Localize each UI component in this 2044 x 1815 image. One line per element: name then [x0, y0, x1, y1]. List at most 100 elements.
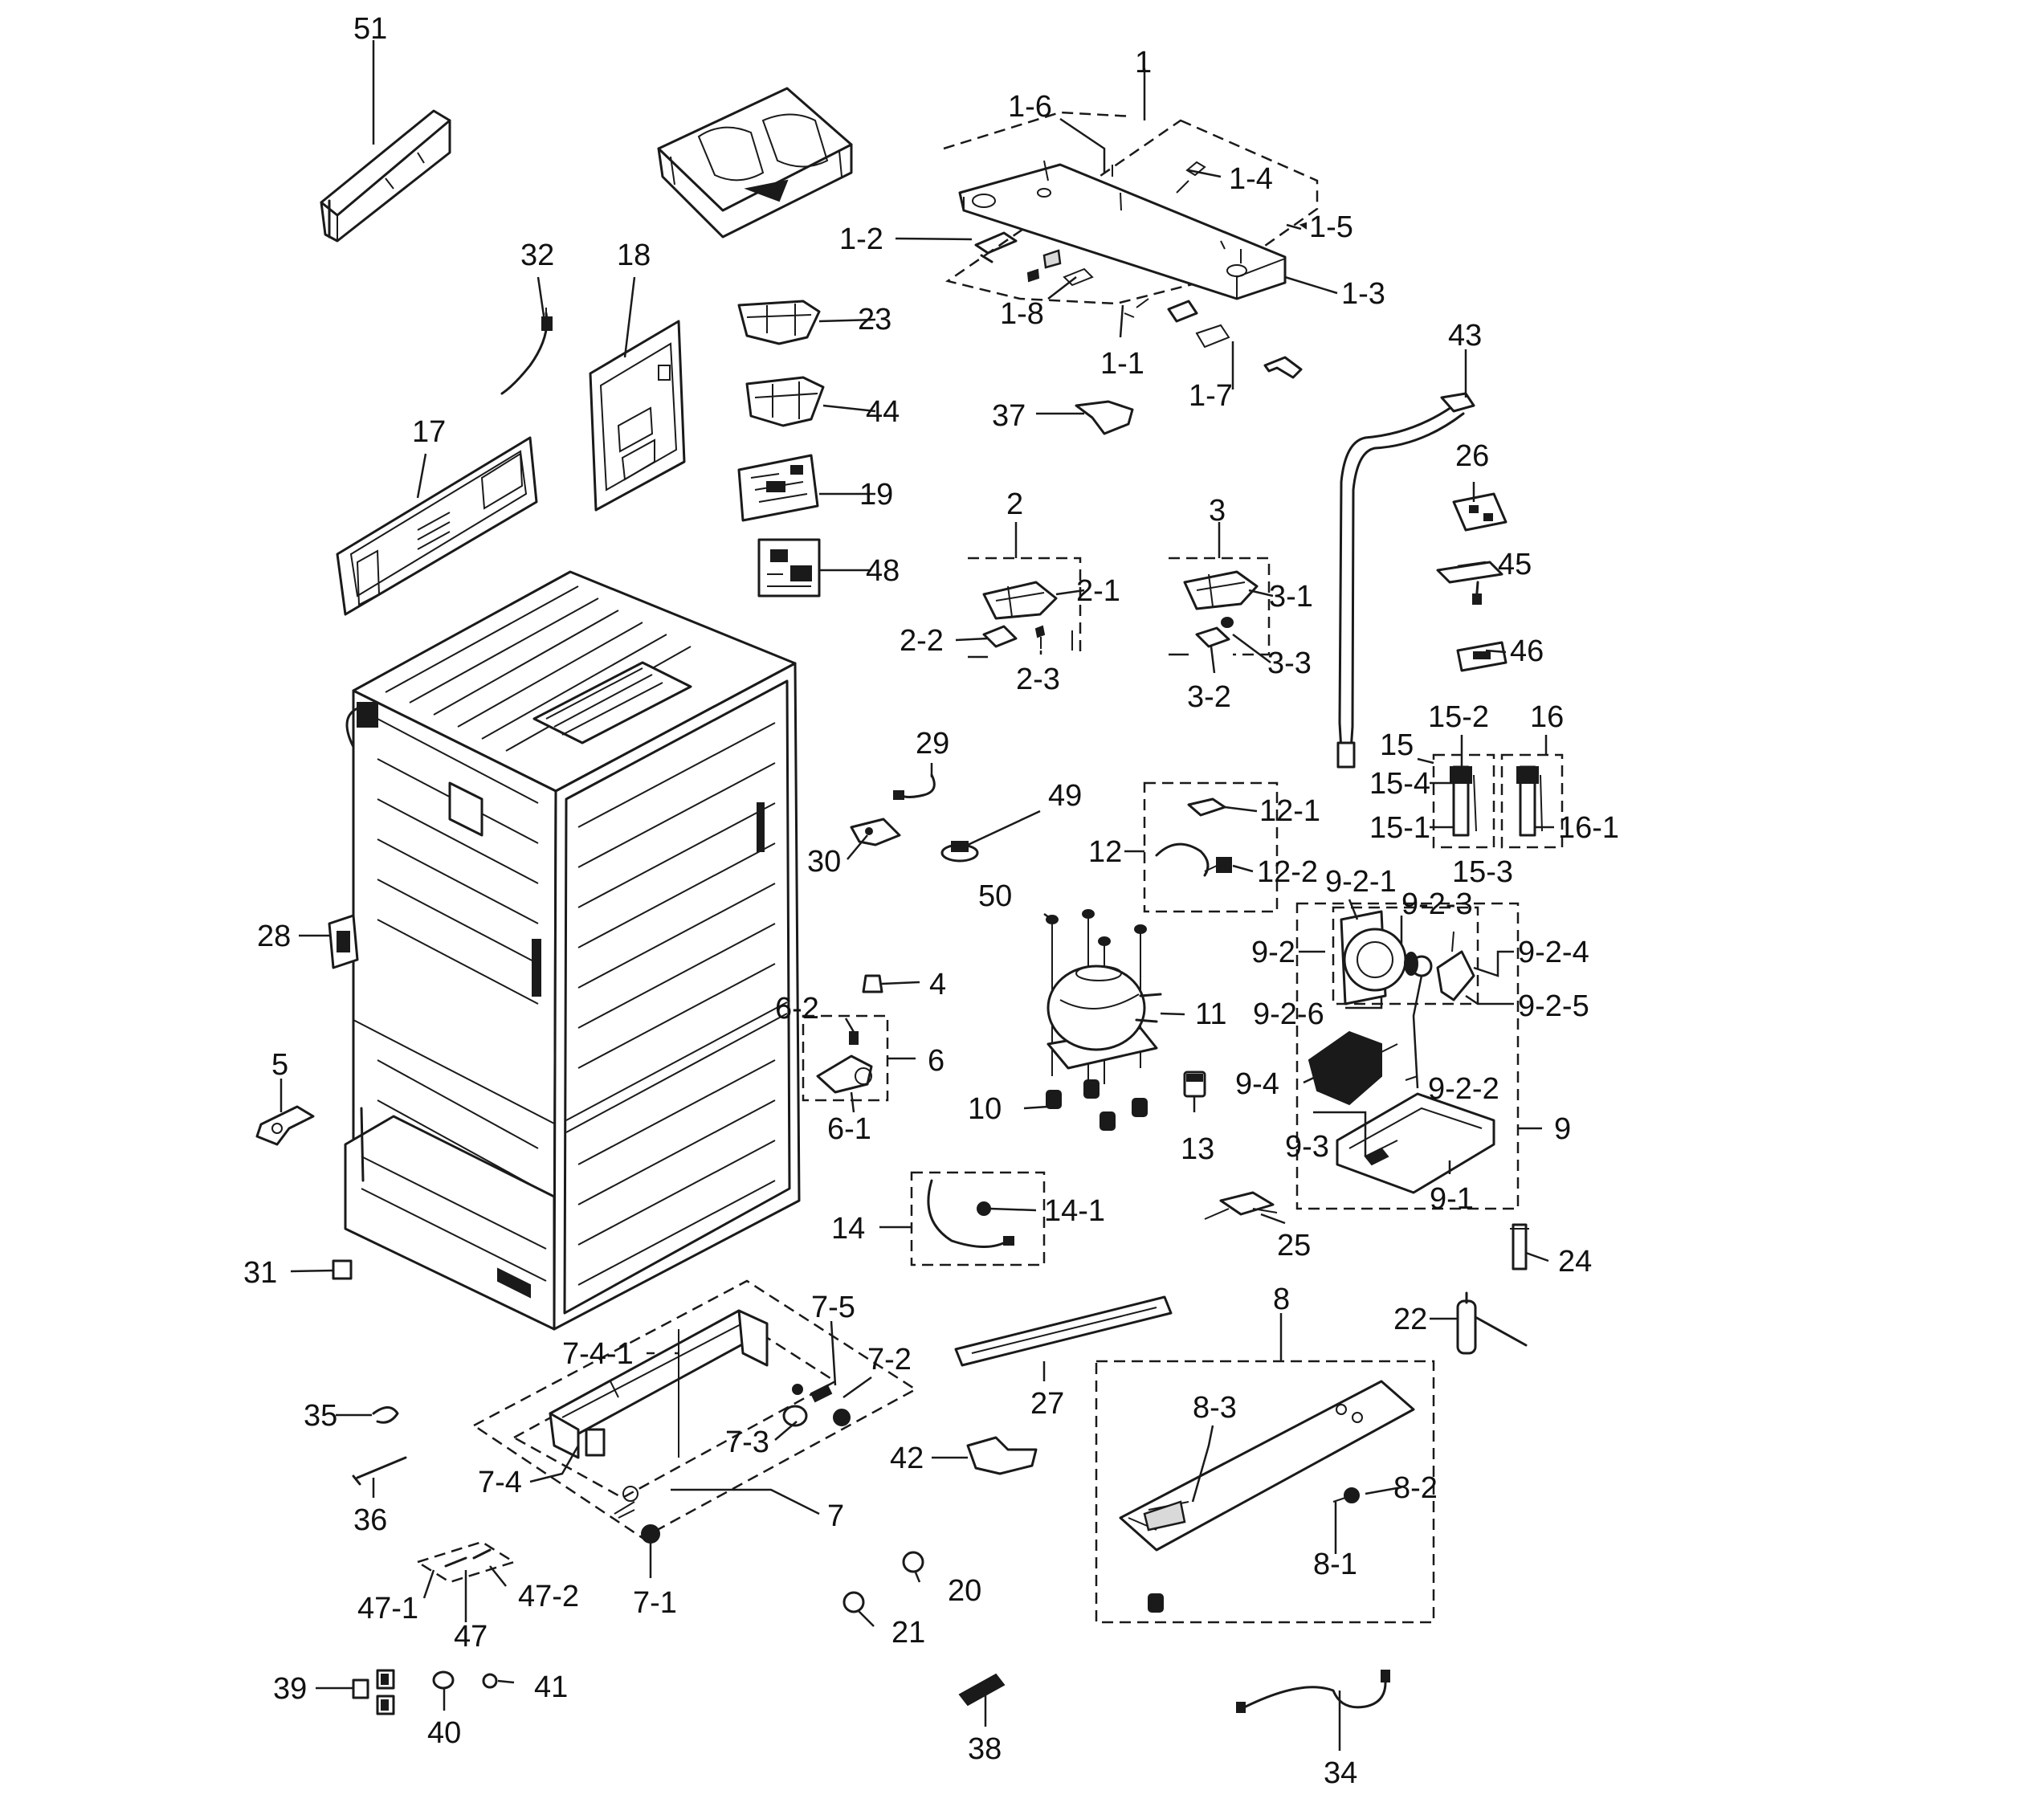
callout-29: 29 — [916, 727, 949, 761]
callout-labels: 51 1 1-6 1-4 1-5 1-2 1-3 1-8 1-1 1-7 32 … — [243, 12, 1619, 1790]
part-34-wire — [1236, 1670, 1390, 1713]
callout-6-1: 6-1 — [827, 1112, 871, 1146]
callout-35: 35 — [304, 1399, 337, 1433]
callout-34: 34 — [1324, 1756, 1357, 1790]
part-36-pin — [352, 1456, 407, 1486]
callout-14-1: 14-1 — [1044, 1194, 1105, 1228]
callout-1: 1 — [1135, 46, 1152, 80]
callout-26: 26 — [1455, 439, 1489, 473]
callout-1-2: 1-2 — [839, 222, 883, 256]
callout-31: 31 — [243, 1256, 277, 1290]
callout-3-2: 3-2 — [1187, 680, 1231, 714]
part-21-grommet — [842, 1591, 865, 1613]
callout-2: 2 — [1006, 487, 1023, 521]
callout-43: 43 — [1448, 319, 1482, 353]
part-37-clip — [1075, 400, 1134, 435]
callout-50: 50 — [978, 879, 1012, 913]
part-18-panel — [589, 320, 686, 512]
callout-1-8: 1-8 — [1000, 297, 1044, 331]
callout-39: 39 — [273, 1672, 307, 1706]
callout-12-1: 12-1 — [1259, 794, 1320, 828]
part-26-pcb — [1452, 492, 1508, 532]
part-17-panel — [336, 436, 538, 616]
callout-7-5: 7-5 — [811, 1291, 855, 1324]
part-clip-unlabeled — [1263, 356, 1303, 379]
part-4-foot — [862, 974, 883, 993]
callout-3: 3 — [1209, 494, 1226, 528]
part-cabinet — [344, 570, 801, 1331]
callout-49: 49 — [1048, 779, 1082, 813]
part-44-cover — [745, 376, 825, 427]
part-13-relay — [1183, 1071, 1206, 1098]
callout-1-4: 1-4 — [1229, 162, 1273, 196]
part-19-pcb — [737, 454, 819, 522]
callout-2-1: 2-1 — [1076, 574, 1120, 608]
callout-15-2: 15-2 — [1428, 700, 1489, 734]
callout-8-3: 8-3 — [1193, 1391, 1237, 1425]
callout-19: 19 — [859, 478, 893, 512]
part-45-bracket — [1436, 561, 1503, 605]
callout-3-3: 3-3 — [1267, 646, 1312, 680]
part-47-group — [415, 1540, 516, 1584]
callout-2-3: 2-3 — [1016, 663, 1060, 696]
part-8-group — [1095, 1360, 1435, 1624]
callout-9-2-3: 9-2-3 — [1401, 887, 1473, 921]
callout-1-3: 1-3 — [1341, 277, 1385, 311]
callout-4: 4 — [929, 968, 946, 1001]
part-14-group — [910, 1171, 1046, 1266]
part-12-group — [1143, 781, 1279, 913]
callout-3-1: 3-1 — [1269, 580, 1313, 614]
part-48-pcb — [757, 538, 821, 598]
part-43-tube — [1336, 392, 1475, 769]
part-46-bracket — [1456, 641, 1508, 672]
part-32-harness — [500, 308, 553, 395]
callout-8-2: 8-2 — [1393, 1471, 1438, 1505]
part-40-cap — [432, 1670, 455, 1690]
callout-6-2: 6-2 — [775, 992, 819, 1026]
callout-10: 10 — [968, 1092, 1002, 1126]
callout-18: 18 — [617, 239, 651, 272]
part-35-clip — [372, 1406, 399, 1424]
callout-44: 44 — [866, 395, 900, 429]
callout-15-3: 15-3 — [1452, 855, 1513, 889]
part-9-group — [1295, 902, 1520, 1210]
callout-36: 36 — [353, 1503, 387, 1537]
callout-14: 14 — [831, 1212, 865, 1246]
part-30-holder — [850, 818, 901, 846]
leader-lines — [279, 40, 1554, 1751]
callout-8: 8 — [1273, 1283, 1290, 1316]
part-fan-duct-housing — [657, 87, 853, 239]
callout-1-7: 1-7 — [1189, 379, 1233, 413]
part-41-nut — [482, 1673, 498, 1689]
callout-16-1: 16-1 — [1558, 811, 1619, 845]
callout-30: 30 — [807, 845, 841, 879]
callout-32: 32 — [520, 239, 554, 272]
callout-7: 7 — [827, 1499, 844, 1533]
callout-24: 24 — [1558, 1245, 1592, 1279]
part-15-16-group — [1432, 753, 1564, 849]
callout-12-2: 12-2 — [1257, 855, 1318, 889]
part-20-grommet — [902, 1551, 924, 1573]
part-39-clips — [352, 1669, 395, 1715]
callout-11: 11 — [1195, 997, 1226, 1031]
callout-28: 28 — [257, 920, 291, 953]
part-42-bracket — [966, 1436, 1038, 1475]
callout-9-3: 9-3 — [1285, 1130, 1329, 1164]
callout-23: 23 — [858, 303, 891, 336]
part-24-tube — [1510, 1223, 1529, 1270]
callout-38: 38 — [968, 1732, 1002, 1766]
callout-37: 37 — [992, 399, 1026, 433]
part-11-compressor — [1046, 909, 1162, 1131]
callout-9: 9 — [1554, 1112, 1571, 1146]
callout-9-4: 9-4 — [1235, 1067, 1279, 1101]
callout-47-2: 47-2 — [518, 1580, 579, 1613]
callout-15-4: 15-4 — [1369, 767, 1430, 801]
part-38-fuse — [958, 1673, 1006, 1707]
callout-9-2-4: 9-2-4 — [1518, 936, 1589, 969]
callout-7-2: 7-2 — [867, 1343, 912, 1377]
callout-9-2-6: 9-2-6 — [1253, 997, 1324, 1031]
callout-17: 17 — [412, 415, 446, 449]
callout-42: 42 — [890, 1442, 924, 1475]
callout-47: 47 — [454, 1620, 488, 1654]
